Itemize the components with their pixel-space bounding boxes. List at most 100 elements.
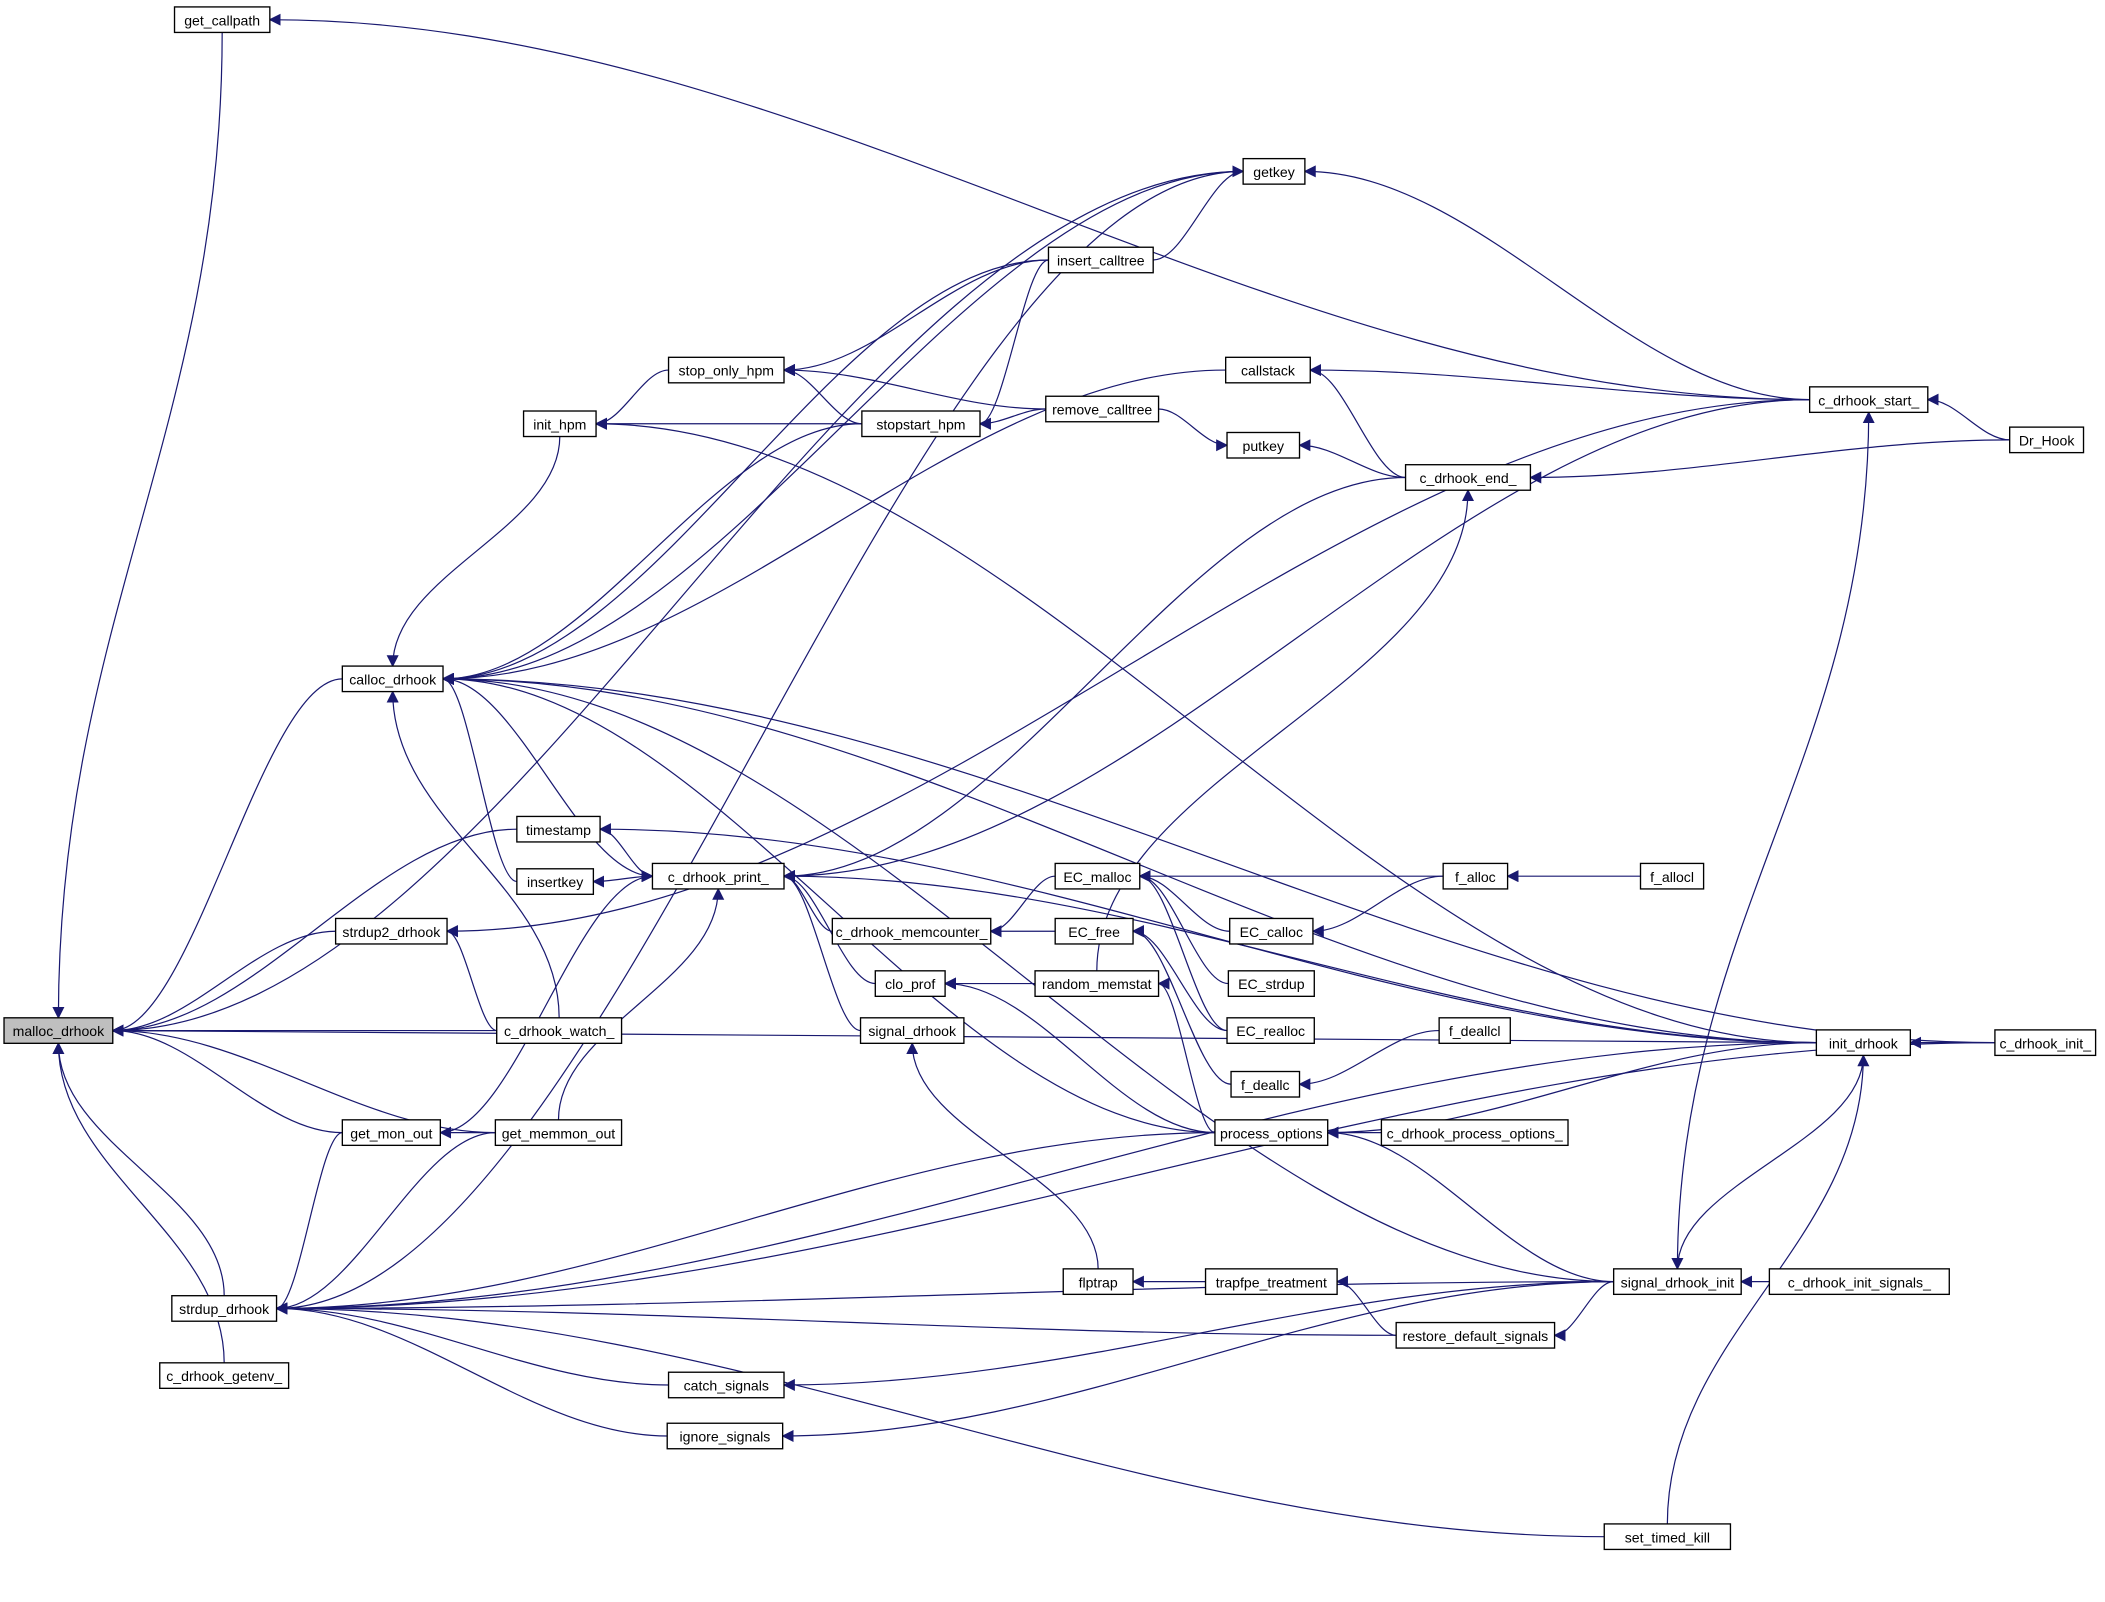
node-stop-only-hpm[interactable]: stop_only_hpm — [667, 356, 785, 384]
node-ec-malloc[interactable]: EC_malloc — [1054, 862, 1141, 890]
node-label: strdup_drhook — [179, 1301, 270, 1317]
node-f-allocl[interactable]: f_allocl — [1639, 862, 1705, 890]
node-f-deallc[interactable]: f_deallc — [1230, 1070, 1301, 1098]
node-box — [1380, 1119, 1569, 1147]
node-c-drhook-process-options[interactable]: c_drhook_process_options_ — [1380, 1119, 1569, 1147]
node-dr-hook[interactable]: Dr_Hook — [2009, 426, 2085, 454]
edge-get_mon_out-to-c_drhook_print_ — [440, 870, 654, 1134]
node-label: flptrap — [1079, 1274, 1118, 1290]
node-putkey[interactable]: putkey — [1226, 431, 1301, 459]
node-c-drhook-start[interactable]: c_drhook_start_ — [1808, 386, 1929, 414]
node-ignore-signals[interactable]: ignore_signals — [666, 1422, 784, 1450]
node-callstack[interactable]: callstack — [1225, 356, 1311, 384]
edge-remove_calltree-to-stop_only_hpm — [782, 364, 1046, 410]
node-label: signal_drhook_init — [1621, 1274, 1735, 1290]
node-c-drhook-init-signals[interactable]: c_drhook_init_signals_ — [1768, 1268, 1950, 1296]
edge-remove_calltree-to-stopstart_hpm — [978, 408, 1046, 430]
node-label: f_alloc — [1455, 869, 1496, 885]
node-calloc-drhook[interactable]: calloc_drhook — [341, 665, 444, 693]
edge-get_memmon_out-to-strdup_drhook — [275, 1131, 496, 1315]
node-clo-prof[interactable]: clo_prof — [874, 970, 946, 998]
node-getkey[interactable]: getkey — [1242, 157, 1306, 185]
node-stopstart-hpm[interactable]: stopstart_hpm — [861, 410, 981, 438]
node-signal-drhook[interactable]: signal_drhook — [859, 1017, 965, 1044]
node-box — [496, 1017, 623, 1044]
node-remove-calltree[interactable]: remove_calltree — [1045, 395, 1160, 423]
node-signal-drhook-init[interactable]: signal_drhook_init — [1612, 1268, 1742, 1296]
edge-remove_calltree-to-putkey — [1158, 408, 1229, 452]
edge-restore_default_signals-to-trapfpe_treatment — [1335, 1275, 1397, 1336]
node-label: EC_strdup — [1238, 976, 1305, 992]
node-label: EC_malloc — [1063, 869, 1131, 885]
node-box — [1815, 1029, 1912, 1057]
edge-f_alloc-to-EC_calloc — [1311, 875, 1444, 938]
edge-EC_realloc-to-EC_malloc — [1138, 870, 1228, 1032]
node-random-memstat[interactable]: random_memstat — [1034, 970, 1160, 998]
node-ec-free[interactable]: EC_free — [1054, 917, 1134, 945]
node-label: insert_calltree — [1057, 253, 1145, 269]
edge-get_mon_out-to-malloc_drhook — [111, 1024, 343, 1134]
node-get-memmon-out[interactable]: get_memmon_out — [494, 1119, 623, 1147]
node-box — [666, 1422, 784, 1450]
edge-f_deallc-to-EC_free — [1131, 925, 1232, 1085]
node-label: malloc_drhook — [13, 1023, 106, 1039]
edge-calloc_drhook-to-malloc_drhook — [111, 678, 343, 1037]
edge-Dr_Hook-to-c_drhook_start_ — [1926, 393, 2010, 441]
node-ec-calloc[interactable]: EC_calloc — [1229, 917, 1314, 945]
node-c-drhook-end[interactable]: c_drhook_end_ — [1404, 464, 1532, 491]
node-c-drhook-memcounter[interactable]: c_drhook_memcounter_ — [831, 917, 992, 945]
node-c-drhook-print[interactable]: c_drhook_print_ — [651, 862, 785, 890]
edge-c_drhook_end_-to-c_drhook_print_ — [782, 476, 1406, 883]
node-label: remove_calltree — [1052, 402, 1152, 418]
node-c-drhook-init[interactable]: c_drhook_init_ — [1994, 1029, 2097, 1057]
node-set-timed-kill[interactable]: set_timed_kill — [1603, 1523, 1732, 1551]
node-strdup-drhook[interactable]: strdup_drhook — [171, 1295, 278, 1322]
node-init-hpm[interactable]: init_hpm — [522, 410, 597, 438]
node-c-drhook-getenv[interactable]: c_drhook_getenv_ — [159, 1362, 290, 1390]
node-init-drhook[interactable]: init_drhook — [1815, 1029, 1912, 1057]
edge-EC_malloc-to-c_drhook_memcounter_ — [989, 875, 1056, 938]
edge-stopstart_hpm-to-calloc_drhook — [441, 423, 862, 685]
node-get-callpath[interactable]: get_callpath — [173, 6, 271, 34]
node-box — [1227, 970, 1315, 998]
node-f-alloc[interactable]: f_alloc — [1442, 862, 1509, 890]
node-box — [1442, 862, 1509, 890]
edge-timestamp-to-c_drhook_print_ — [599, 828, 654, 883]
node-ec-strdup[interactable]: EC_strdup — [1227, 970, 1315, 998]
node-label: EC_calloc — [1240, 924, 1303, 940]
node-box — [1047, 246, 1154, 274]
node-c-drhook-watch[interactable]: c_drhook_watch_ — [496, 1017, 623, 1044]
node-insert-calltree[interactable]: insert_calltree — [1047, 246, 1154, 274]
node-catch-signals[interactable]: catch_signals — [667, 1371, 785, 1399]
edge-set_timed_kill-to-init_drhook — [1666, 1054, 1870, 1524]
edge-signal_drhook_init-to-ignore_signals — [781, 1281, 1614, 1443]
edge-signal_drhook_init-to-catch_signals — [782, 1281, 1614, 1392]
node-timestamp[interactable]: timestamp — [516, 815, 601, 843]
node-insertkey[interactable]: insertkey — [516, 868, 595, 895]
edge-random_memstat-to-c_drhook_end_ — [1096, 489, 1475, 971]
node-restore-default-signals[interactable]: restore_default_signals — [1395, 1321, 1556, 1349]
edge-signal_drhook-to-c_drhook_print_ — [782, 870, 861, 1032]
edge-insert_calltree-to-stop_only_hpm — [782, 259, 1049, 377]
edge-process_options-to-clo_prof — [943, 977, 1215, 1134]
node-ec-realloc[interactable]: EC_realloc — [1226, 1017, 1315, 1044]
node-box — [1062, 1268, 1134, 1296]
node-box — [1226, 431, 1301, 459]
edge-c_drhook_start_-to-get_callpath — [268, 13, 1810, 401]
node-box — [516, 815, 601, 843]
edge-init_drhook-to-process_options — [1326, 1042, 1817, 1139]
node-trapfpe-treatment[interactable]: trapfpe_treatment — [1204, 1268, 1338, 1296]
node-strdup2-drhook[interactable]: strdup2_drhook — [334, 917, 448, 945]
node-process-options[interactable]: process_options — [1214, 1119, 1329, 1147]
edge-c_drhook_watch_-to-strdup2_drhook — [445, 925, 497, 1032]
node-get-mon-out[interactable]: get_mon_out — [341, 1119, 442, 1147]
node-f-deallcl[interactable]: f_deallcl — [1438, 1017, 1511, 1044]
node-label: f_deallc — [1241, 1077, 1290, 1093]
node-malloc-drhook[interactable]: malloc_drhook — [3, 1017, 114, 1044]
node-label: c_drhook_init_ — [1999, 1035, 2091, 1051]
node-box — [3, 1017, 114, 1044]
node-flptrap[interactable]: flptrap — [1062, 1268, 1134, 1296]
edge-init_drhook-to-timestamp — [598, 823, 1817, 1044]
node-label: random_memstat — [1042, 976, 1152, 992]
node-label: stopstart_hpm — [876, 416, 965, 432]
